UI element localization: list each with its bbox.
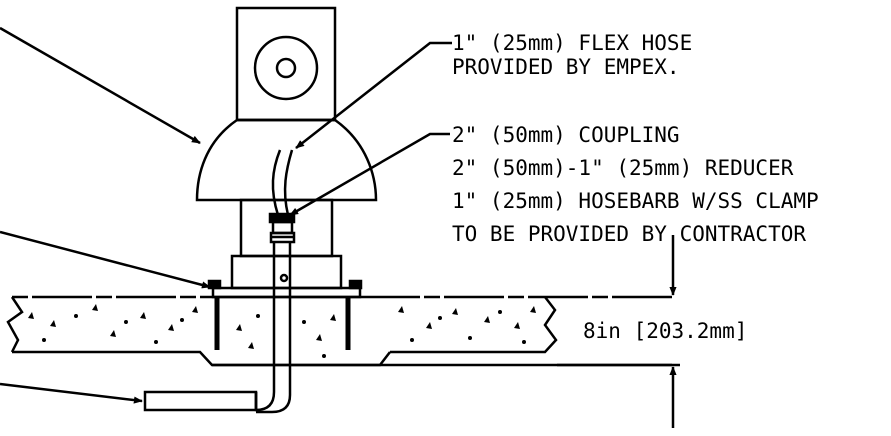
- aggregate: [398, 306, 404, 313]
- aggregate: [248, 342, 254, 349]
- flex-hose: [271, 149, 294, 216]
- aggregate: [410, 338, 414, 342]
- aggregate: [168, 324, 174, 331]
- aggregate: [438, 316, 442, 320]
- concrete-aggregate: [28, 304, 536, 358]
- concrete-slab: [6, 295, 672, 367]
- aggregate: [92, 304, 98, 311]
- callout-text: 1" (25mm) FLEX HOSE PROVIDED BY EMPEX. 2…: [452, 31, 819, 343]
- contractor-label: TO BE PROVIDED BY CONTRACTOR: [452, 222, 806, 246]
- aggregate: [452, 308, 458, 315]
- aggregate: [124, 320, 128, 324]
- aggregate: [522, 340, 526, 344]
- aggregate: [110, 330, 116, 337]
- hosebarb-label: 1" (25mm) HOSEBARB W/SS CLAMP: [452, 189, 819, 213]
- slab-bottom-left: [12, 350, 672, 367]
- hose-strand-2: [283, 149, 294, 216]
- elbow-outer: [256, 388, 292, 414]
- leader-coupling: [289, 132, 450, 217]
- aggregate: [322, 354, 326, 358]
- leader-conduit: [0, 382, 143, 404]
- leader-base-plate: [0, 230, 211, 289]
- slab-thickness-label: 8in [203.2mm]: [583, 319, 747, 343]
- aggregate: [498, 310, 502, 314]
- aggregate: [530, 306, 536, 313]
- slab-inner-break-right: [390, 296, 558, 354]
- inner-circle: [275, 57, 297, 79]
- coupling-assembly: [268, 212, 296, 244]
- hose-strand-1: [271, 149, 282, 216]
- leader-flex-hose: [295, 41, 452, 149]
- aggregate: [28, 312, 34, 319]
- aggregate: [50, 320, 56, 327]
- aggregate: [514, 322, 520, 329]
- equipment-housing: [195, 6, 378, 202]
- reducer-label: 2" (50mm)-1" (25mm) REDUCER: [452, 156, 794, 180]
- horizontal-conduit: [143, 390, 258, 412]
- aggregate: [42, 338, 46, 342]
- flex-hose-label: 1" (25mm) FLEX HOSE: [452, 31, 692, 55]
- pipe-fastener: [279, 273, 289, 283]
- slab-dimension: [557, 235, 680, 428]
- slab-break-left: [6, 296, 24, 353]
- aggregate: [316, 334, 322, 341]
- base-plate: [211, 286, 362, 299]
- aggregate: [468, 336, 472, 340]
- leader-housing: [0, 26, 201, 145]
- conduit-pipe: [143, 242, 292, 414]
- coupling-label: 2" (50mm) COUPLING: [452, 123, 680, 147]
- aggregate: [426, 322, 432, 329]
- aggregate: [140, 312, 146, 319]
- aggregate: [74, 314, 78, 318]
- aggregate: [154, 340, 158, 344]
- nut-right: [348, 279, 363, 290]
- housing-upper-box: [235, 6, 337, 122]
- aggregate: [330, 314, 336, 321]
- aggregate: [236, 324, 242, 331]
- elbow-inner: [254, 388, 276, 412]
- aggregate: [192, 306, 198, 313]
- coupling: [271, 220, 294, 235]
- outer-circle: [253, 35, 319, 101]
- pedestal-base: [230, 254, 343, 290]
- aggregate: [484, 316, 490, 323]
- leader-lines: [0, 26, 452, 404]
- housing-bell-shroud: [195, 118, 378, 202]
- flex-hose-provider-label: PROVIDED BY EMPEX.: [452, 55, 680, 79]
- aggregate: [256, 314, 260, 318]
- aggregate: [180, 318, 184, 322]
- aggregate: [302, 320, 306, 324]
- nut-left: [207, 279, 222, 290]
- slab-recess: [212, 351, 391, 367]
